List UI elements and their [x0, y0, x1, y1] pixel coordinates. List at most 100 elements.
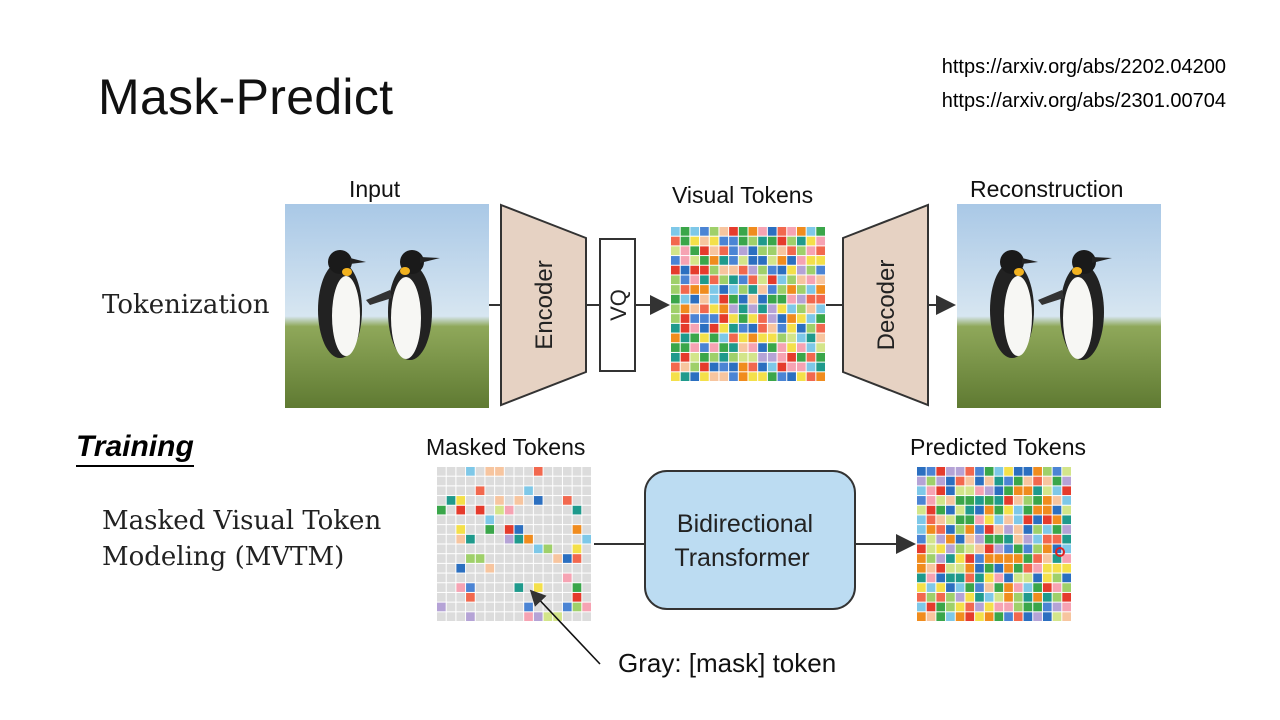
token-cell — [994, 505, 1004, 515]
token-cell — [926, 544, 936, 554]
token-cell — [514, 496, 524, 505]
mask-token-cell — [553, 515, 562, 525]
token-cell — [1042, 525, 1052, 534]
mask-token-cell — [485, 544, 495, 554]
token-cell — [748, 285, 758, 294]
mask-token-cell — [514, 573, 524, 583]
mask-token-cell — [543, 534, 553, 544]
token-cell — [729, 294, 738, 304]
token-cell — [787, 352, 796, 362]
transformer-block — [644, 470, 856, 610]
mask-token-cell — [543, 592, 553, 602]
mask-token-cell — [562, 467, 572, 476]
mask-token-cell — [475, 563, 485, 573]
token-cell — [926, 583, 936, 592]
token-cell — [1042, 544, 1052, 554]
mask-token-cell — [446, 592, 456, 602]
token-cell — [1004, 583, 1013, 592]
token-cell — [680, 352, 690, 362]
token-cell — [994, 563, 1004, 573]
token-cell — [984, 525, 994, 534]
token-cell — [729, 304, 738, 314]
token-cell — [955, 602, 965, 612]
token-cell — [946, 544, 955, 554]
mask-token-cell — [582, 573, 591, 583]
token-cell — [680, 294, 690, 304]
token-cell — [975, 496, 984, 505]
token-cell — [1042, 563, 1052, 573]
token-cell — [936, 467, 946, 476]
token-cell — [1033, 583, 1042, 592]
token-cell — [729, 265, 738, 275]
token-cell — [816, 227, 825, 236]
mask-token-cell — [553, 544, 562, 554]
token-cell — [709, 314, 719, 323]
token-cell — [572, 583, 582, 592]
token-cell — [719, 236, 729, 246]
token-cell — [787, 256, 796, 265]
token-cell — [758, 227, 767, 236]
token-cell — [456, 505, 466, 515]
token-cell — [1062, 467, 1071, 476]
token-cell — [690, 372, 700, 381]
token-cell — [738, 246, 748, 256]
token-cell — [719, 323, 729, 333]
token-cell — [1052, 476, 1062, 486]
token-cell — [1004, 505, 1013, 515]
token-cell — [758, 246, 767, 256]
mask-token-cell — [446, 563, 456, 573]
token-cell — [533, 496, 543, 505]
token-cell — [456, 534, 466, 544]
mask-token-cell — [446, 554, 456, 563]
token-cell — [936, 496, 946, 505]
token-cell — [719, 227, 729, 236]
token-cell — [738, 294, 748, 304]
mask-token-cell — [562, 612, 572, 621]
token-cell — [582, 534, 591, 544]
token-cell — [456, 583, 466, 592]
arxiv-link-1[interactable]: https://arxiv.org/abs/2202.04200 — [941, 56, 1226, 78]
token-cell — [926, 602, 936, 612]
token-cell — [955, 496, 965, 505]
token-cell — [816, 256, 825, 265]
mask-token-cell — [524, 563, 533, 573]
token-cell — [572, 602, 582, 612]
token-cell — [767, 323, 777, 333]
token-cell — [946, 467, 955, 476]
token-cell — [796, 246, 806, 256]
token-cell — [926, 515, 936, 525]
token-cell — [965, 592, 975, 602]
mask-token-cell — [572, 476, 582, 486]
token-cell — [1042, 602, 1052, 612]
token-cell — [1042, 612, 1052, 621]
penguin-icon — [990, 250, 1038, 358]
mask-token-cell — [504, 583, 514, 592]
mask-token-cell — [504, 602, 514, 612]
token-cell — [965, 467, 975, 476]
token-cell — [1004, 573, 1013, 583]
mask-token-cell — [543, 496, 553, 505]
token-cell — [777, 352, 787, 362]
token-cell — [700, 236, 709, 246]
token-cell — [690, 246, 700, 256]
token-cell — [816, 304, 825, 314]
token-cell — [1042, 534, 1052, 544]
token-cell — [485, 563, 495, 573]
token-cell — [572, 505, 582, 515]
token-cell — [758, 294, 767, 304]
mask-token-cell — [485, 583, 495, 592]
token-cell — [456, 563, 466, 573]
token-cell — [1004, 602, 1013, 612]
token-cell — [709, 227, 719, 236]
mask-token-cell — [437, 515, 446, 525]
mask-token-cell — [553, 505, 562, 515]
token-cell — [936, 525, 946, 534]
token-cell — [1052, 592, 1062, 602]
token-cell — [936, 515, 946, 525]
mask-token-cell — [485, 496, 495, 505]
mask-token-cell — [533, 602, 543, 612]
token-cell — [1033, 602, 1042, 612]
mask-token-cell — [553, 525, 562, 534]
arxiv-link-2[interactable]: https://arxiv.org/abs/2301.00704 — [941, 90, 1226, 112]
token-cell — [917, 602, 926, 612]
